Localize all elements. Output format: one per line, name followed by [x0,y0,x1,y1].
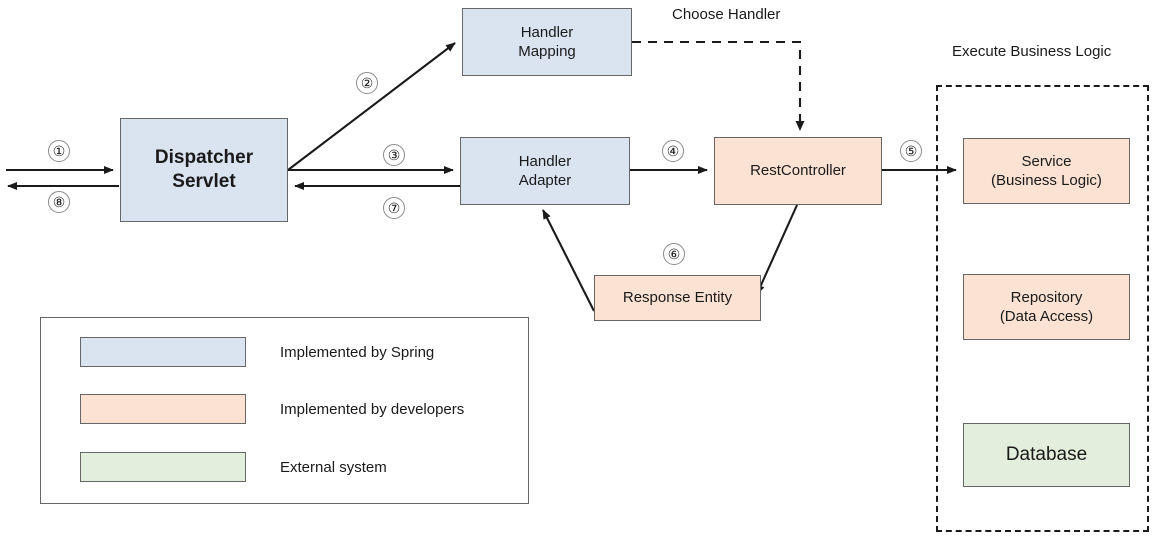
step-marker-3: ③ [383,144,405,166]
node-handler-mapping[interactable]: Handler Mapping [462,8,632,76]
execute-business-logic-title: Execute Business Logic [952,43,1112,60]
label-choose-handler: Choose Handler [672,6,781,23]
node-handler-adapter[interactable]: Handler Adapter [460,137,630,205]
node-repository[interactable]: Repository (Data Access) [963,274,1130,340]
legend-swatch-developers [80,394,246,424]
step-marker-8: ⑧ [48,191,70,213]
node-database[interactable]: Database [963,423,1130,487]
edge-response-entity-to-handler-adapter [542,209,595,312]
execute-business-logic-group [936,85,1149,532]
node-dispatcher-servlet[interactable]: Dispatcher Servlet [120,118,288,222]
edge-dispatcher-to-handler-mapping [287,42,456,171]
legend-label-developers: Implemented by developers [280,401,465,418]
step-marker-6: ⑥ [663,243,685,265]
step-marker-7: ⑦ [383,197,405,219]
node-response-entity[interactable]: Response Entity [594,275,761,321]
step-marker-4: ④ [662,140,684,162]
legend-label-spring: Implemented by Spring [280,344,435,361]
node-rest-controller[interactable]: RestController [714,137,882,205]
legend-swatch-spring [80,337,246,367]
edge-rest-controller-to-response-entity [756,204,798,295]
edge-choose-handler [632,40,805,131]
legend-label-external: External system [280,459,387,476]
legend-swatch-external [80,452,246,482]
step-marker-1: ① [48,140,70,162]
node-service[interactable]: Service (Business Logic) [963,138,1130,204]
step-marker-5: ⑤ [900,140,922,162]
step-marker-2: ② [356,72,378,94]
